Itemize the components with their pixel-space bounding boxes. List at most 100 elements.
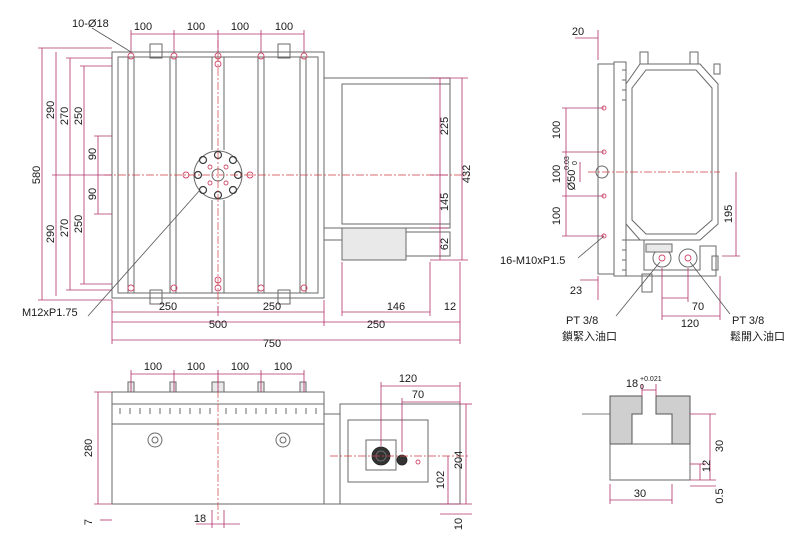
bottom-right-dim-102: 102 [435,471,447,489]
front-clamp-lugs [149,43,291,305]
t-slot-detail: 18 +0.021 0 30 12 0.5 30 [582,376,726,504]
side-bore-tol-lower: 0 [572,161,579,165]
side-clamp-top-1 [639,51,649,65]
front-left-dim-250-top: 250 [73,107,85,125]
front-bottom-dim-250-right: 250 [263,301,281,313]
bottom-scale-ticks [119,408,317,414]
t-slot-dim-0-5: 0.5 [714,488,726,503]
side-bore-tol: 0.03 [564,156,571,170]
t-slot-base [609,444,691,481]
side-left-dim-1: 100 [551,121,563,139]
front-tap-note: M12xP1.75 [22,307,78,319]
side-body [625,63,719,241]
front-left-dim-580: 580 [31,166,43,184]
side-view: 20 100 100 100 23 Ø50 0.03 0 195 16-M10x… [500,26,785,343]
t-slot-right-wall [655,395,691,445]
front-bottom-dim-250-left: 250 [159,301,177,313]
side-base [625,239,719,293]
bottom-clamp-2 [275,432,291,448]
front-holes-note: 10-Ø18 [72,18,109,30]
side-port-block [645,243,673,253]
front-right-dim-62: 62 [439,238,451,250]
bottom-clamp-2-inner [279,436,287,444]
bottom-height-dim: 280 [83,439,95,457]
front-left-dim-270-bottom: 270 [59,219,71,237]
bottom-dim-lines [94,370,472,528]
front-left-dim-250-bottom: 250 [73,215,85,233]
side-clamp-right [713,63,721,75]
side-left-dim-2: 100 [551,165,563,183]
front-right-dim-145: 145 [439,193,451,211]
t-slot-tol-lower: 0 [640,384,644,391]
front-right-dim-432: 432 [461,165,473,183]
bottom-top-dim-3: 100 [231,361,249,373]
front-left-dim-90-bottom: 90 [87,188,99,200]
bottom-side-block [323,413,341,505]
side-right-dim-195: 195 [723,205,735,223]
front-bottom-dim-750: 750 [263,338,281,350]
side-left-dim-23: 23 [570,285,582,297]
t-slot-dim-12: 12 [701,460,713,472]
front-top-dim-2: 100 [187,21,205,33]
bottom-right-dim-10: 10 [453,518,465,530]
t-slot-width: 18 [626,378,638,390]
side-tap-note: 16-M10xP1.5 [500,255,565,267]
front-left-dim-290-bottom: 290 [45,225,57,243]
front-bottom-dim-250-motor: 250 [367,319,385,331]
front-view: 10-Ø18 100 100 100 100 580 290 270 250 9… [22,18,473,350]
front-bottom-dim-lines [87,189,461,344]
t-slot-dim-30-width: 30 [634,488,646,500]
side-left-dim-3: 100 [551,207,563,225]
bottom-slot-dim-18: 18 [194,513,206,525]
bottom-top-dim-4: 100 [274,361,292,373]
t-slot-left-wall [609,395,643,445]
bottom-connector-dim-120: 120 [399,373,417,385]
front-motor-housing [323,77,451,261]
bottom-clamp-1 [147,432,163,448]
side-flange [613,61,627,277]
lock-port-thread: PT 3/8 [566,315,598,327]
side-top-dim: 20 [572,26,584,38]
side-scale-ticks [622,69,626,271]
side-body-inner [631,69,713,235]
release-port-thread: PT 3/8 [732,315,764,327]
side-clamp-top-2 [689,51,699,65]
release-port-circle [678,248,698,268]
front-top-dim-4: 100 [275,21,293,33]
release-port-label: 鬆開入油口 [730,329,785,343]
front-right-dim-225: 225 [439,117,451,135]
release-port-center [684,254,692,262]
lock-port-center [658,254,666,262]
front-left-dim-290-top: 290 [45,101,57,119]
front-top-dim-1: 100 [134,21,152,33]
t-slot-tol-upper: +0.021 [640,376,662,383]
bottom-view: 100 100 100 100 280 7 18 120 70 204 102 … [83,361,472,530]
bottom-connector-dim-70: 70 [412,389,424,401]
front-bottom-dim-500: 500 [209,319,227,331]
bottom-left-dim-7: 7 [83,519,95,525]
bottom-motor-box [339,403,461,505]
front-left-dim-90-top: 90 [87,148,99,160]
side-bore-dia: Ø50 [566,170,578,191]
bottom-clamp-1-inner [151,436,159,444]
t-slot-dim-30-height: 30 [714,440,726,452]
side-bottom-dim-120: 120 [681,318,699,330]
lock-port-label: 鎖緊入油口 [562,329,617,343]
front-top-dim-3: 100 [231,21,249,33]
front-bottom-dim-12: 12 [444,301,456,313]
bottom-t-slot-notches [127,381,307,393]
side-dim-lines [562,30,740,320]
front-top-dim-lines [91,27,305,53]
t-slot-dim-lines [609,384,716,504]
front-left-dim-270-top: 270 [59,107,71,125]
bottom-top-dim-1: 100 [144,361,162,373]
front-bolt-holes [127,52,308,292]
front-bottom-dim-146: 146 [387,301,405,313]
bottom-right-dim-204: 204 [453,451,465,469]
front-left-dim-lines [38,47,112,301]
front-right-dim-lines [430,77,468,261]
side-bottom-dim-70: 70 [692,301,704,313]
side-face-plate [597,63,615,275]
bottom-top-dim-2: 100 [187,361,205,373]
